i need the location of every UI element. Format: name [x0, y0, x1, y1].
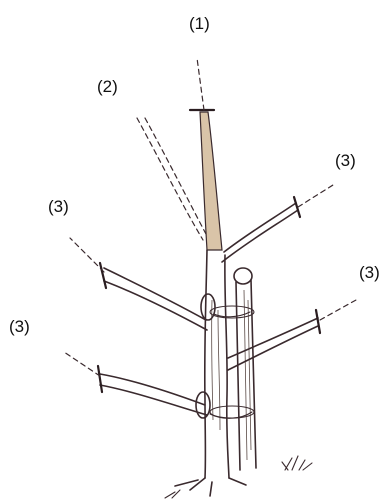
label-leader: (1) — [189, 15, 210, 32]
scaffold-branch-upper-right — [222, 185, 333, 262]
label-scaffold-mid-right: (3) — [359, 264, 380, 281]
grass-tuft — [165, 456, 312, 498]
scaffold-branch-mid-right — [214, 300, 356, 370]
label-scaffold-upper-left: (3) — [48, 198, 69, 215]
central-leader — [190, 58, 222, 250]
stake-tie — [210, 306, 254, 418]
label-scaffold-upper-right: (3) — [335, 152, 356, 169]
label-competitor: (2) — [97, 78, 118, 95]
scaffold-branch-lower-left — [64, 352, 252, 418]
support-stake — [234, 268, 256, 470]
scaffold-branch-upper-left — [70, 238, 215, 330]
label-scaffold-lower-left: (3) — [9, 318, 30, 335]
competitor-branch — [137, 118, 207, 240]
